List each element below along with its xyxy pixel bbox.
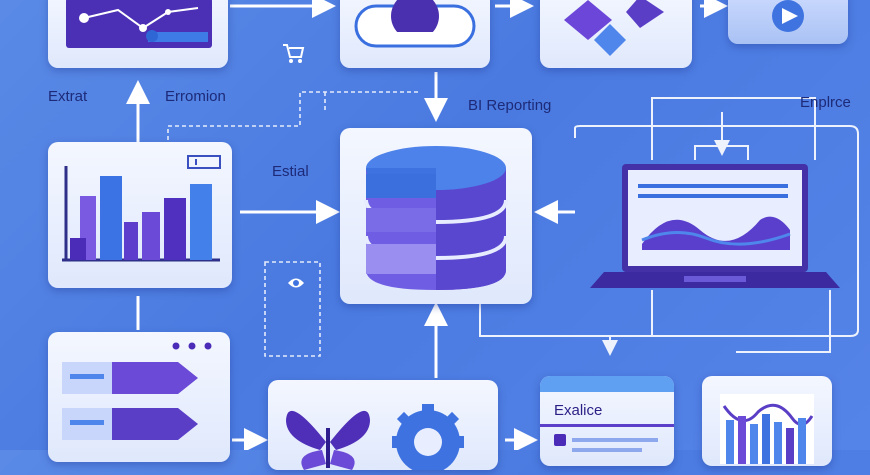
database-card xyxy=(340,128,532,304)
butterfly-gear-graphic xyxy=(286,404,464,474)
database-icon xyxy=(364,146,508,290)
document-card: Exalice xyxy=(540,376,674,466)
list-card xyxy=(48,332,230,462)
butterfly-gear-card xyxy=(268,380,498,474)
label-extract: Extrat xyxy=(48,88,88,105)
bar-chart-card xyxy=(48,142,232,288)
laptop-graphic xyxy=(590,160,840,300)
label-extension: Erromion xyxy=(165,88,226,105)
mini-chart-graphic xyxy=(720,394,814,464)
cart-icon xyxy=(283,44,305,63)
analytics-card-top-left xyxy=(48,0,228,68)
label-explore: Enplrce xyxy=(800,94,851,111)
line-graph-icon xyxy=(66,0,212,48)
label-bi-reporting: BI Reporting xyxy=(468,97,552,114)
bar-chart-graphic xyxy=(62,155,221,262)
play-card xyxy=(728,0,848,44)
shapes-card xyxy=(540,0,692,68)
cloud-card xyxy=(340,0,490,68)
document-lines xyxy=(540,424,674,452)
mini-chart-card xyxy=(702,376,832,466)
label-estial: Estial xyxy=(272,163,309,180)
shapes-icon xyxy=(564,0,664,56)
cloud-icon xyxy=(354,0,476,48)
document-header-bar xyxy=(540,376,674,392)
list-arrows-graphic xyxy=(62,342,212,440)
label-exalice: Exalice xyxy=(554,402,603,419)
play-icon xyxy=(772,0,804,32)
eye-icon xyxy=(288,278,304,288)
connector-lines xyxy=(126,0,730,450)
